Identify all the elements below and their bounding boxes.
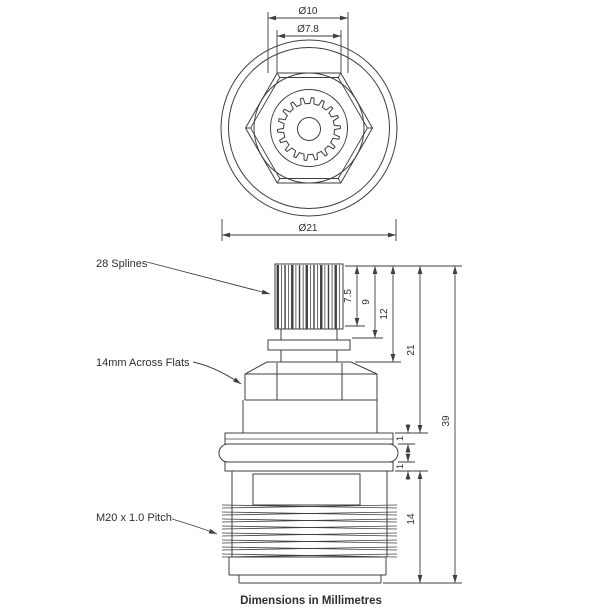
center-bore-circle (297, 117, 321, 141)
bottom-steps (228, 556, 387, 584)
callout-across-flats: 14mm Across Flats (96, 357, 190, 369)
leader-thread (171, 518, 218, 535)
spline-gear-profile (276, 97, 342, 161)
thread-body (231, 471, 388, 557)
dim-text-7-5: 7.5 (343, 289, 354, 303)
body-cylinder (242, 400, 378, 433)
thread-crests (221, 504, 398, 558)
side-view-dimensions (345, 265, 462, 584)
side-view (218, 263, 399, 584)
dim-text-d21: Ø21 (299, 223, 318, 234)
leader-across-flats (192, 361, 242, 385)
collar-washer (267, 339, 351, 351)
dim-text-1-upper: 1 (395, 436, 406, 441)
hex-chamfer-outline (250, 77, 368, 179)
o-ring (218, 443, 399, 463)
hex-inscribed-circle (253, 72, 365, 184)
hex-body-outline (244, 361, 378, 400)
callout-splines: 28 Splines (96, 258, 148, 270)
lower-stem (280, 350, 338, 362)
footer-note: Dimensions in Millimetres (240, 595, 382, 607)
callout-thread: M20 x 1.0 Pitch (96, 512, 172, 524)
leader-lines (146, 261, 271, 535)
spline-ridges (276, 265, 340, 329)
dim-text-14: 14 (406, 513, 417, 525)
spline-boss-circle (270, 89, 348, 167)
dim-text-d10: Ø10 (299, 6, 318, 17)
top-view (220, 39, 398, 217)
hex-corner-lines (245, 72, 373, 184)
spline-cap (274, 263, 344, 330)
upper-stem (280, 329, 338, 340)
dim-text-1-lower: 1 (395, 464, 406, 469)
seal-land-lower (224, 461, 394, 472)
top-view-dimensions (221, 12, 397, 241)
outer-rim-circle (220, 39, 398, 217)
port-window (252, 473, 361, 506)
dim-text-9: 9 (361, 299, 372, 305)
dim-text-21: 21 (406, 344, 417, 356)
inner-rim-circle (228, 47, 390, 209)
dim-text-12: 12 (379, 308, 390, 320)
seal-land-upper (224, 432, 394, 445)
dim-text-d78: Ø7.8 (297, 24, 319, 35)
leader-splines (146, 261, 271, 295)
dim-text-39: 39 (441, 415, 452, 427)
